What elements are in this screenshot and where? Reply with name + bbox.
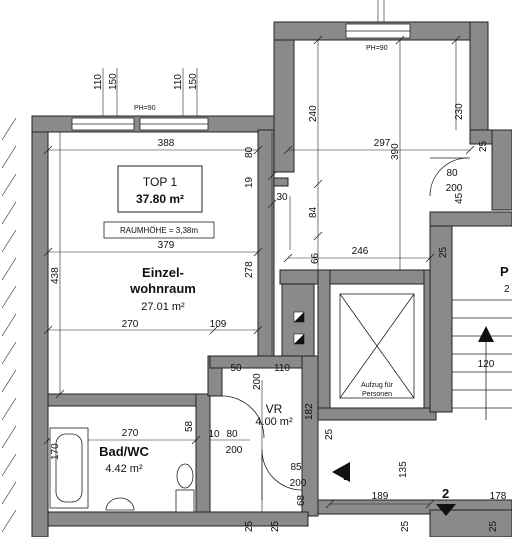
- dim-84: 84: [308, 206, 319, 218]
- dim-110: 110: [274, 363, 290, 374]
- dim-270-upper: 270: [122, 319, 139, 330]
- ceiling-height: RAUMHÖHE = 3,38m: [120, 226, 198, 235]
- dim-246: 246: [352, 246, 369, 257]
- window-dim-150-right: 150: [188, 73, 199, 90]
- room-area-vr: 4.00 m²: [255, 416, 293, 428]
- bathtub: [49, 427, 89, 509]
- window-dim-110-right: 110: [173, 74, 184, 90]
- dimension-ticks: [43, 35, 475, 509]
- section-marker-1-label: 1: [343, 468, 350, 483]
- room-area-bad: 4.42 m²: [105, 463, 143, 475]
- dim-10: 10: [208, 429, 220, 440]
- dim-182: 182: [304, 403, 315, 420]
- dim-120: 120: [478, 359, 495, 370]
- dim-379: 379: [158, 240, 175, 251]
- room-name-vr: VR: [266, 402, 283, 416]
- dim-390: 390: [390, 143, 401, 160]
- dim-66: 66: [310, 252, 321, 264]
- dim-68: 68: [296, 494, 307, 506]
- section-marker-2-label: 2: [442, 486, 449, 501]
- window-dim-110-left: 110: [93, 74, 104, 90]
- room-name-wohnraum-2: wohnraum: [129, 281, 196, 296]
- staircase: [452, 299, 512, 420]
- window-dim-150-left: 150: [108, 73, 119, 90]
- dim-25-bottom-1: 25: [244, 520, 255, 532]
- dim-85: 85: [290, 462, 302, 473]
- elevator-shaft: [329, 283, 425, 409]
- washbasin: [105, 497, 135, 511]
- dim-200-door: 200: [446, 183, 463, 194]
- dim-50: 50: [230, 363, 242, 374]
- room-area-wohnraum: 27.01 m²: [141, 301, 185, 313]
- windows: [71, 23, 411, 131]
- ceiling-height-box: [103, 221, 215, 239]
- section-marker-1: [332, 462, 350, 482]
- room-name-bad: Bad/WC: [99, 444, 149, 459]
- elevator-label-2: Personen: [362, 391, 392, 398]
- dim-388: 388: [158, 138, 175, 149]
- dim-200-vr-vertical: 200: [252, 373, 263, 390]
- dimension-lines: [48, 40, 470, 512]
- dim-80-door: 80: [446, 168, 458, 179]
- door-swings: [221, 157, 470, 500]
- dim-135: 135: [398, 461, 409, 478]
- room-num-partial: 2: [504, 284, 510, 295]
- room-name-partial: P: [500, 264, 509, 279]
- dim-25-vr: 25: [324, 428, 335, 440]
- dim-178: 178: [490, 491, 507, 502]
- dim-25-bottom-2: 25: [270, 520, 281, 532]
- dim-200-entry: 200: [290, 478, 307, 489]
- unit-area: 37.80 m²: [136, 192, 184, 206]
- room-name-wohnraum-1: Einzel-: [142, 265, 184, 280]
- parapet-height-top: PH=90: [366, 45, 388, 52]
- toilet: [175, 463, 195, 513]
- parapet-height-left: PH=90: [134, 105, 156, 112]
- section-marker-2: [436, 504, 456, 516]
- dim-45: 45: [454, 192, 465, 204]
- walls: [31, 21, 512, 537]
- dim-297: 297: [374, 138, 391, 149]
- dim-189: 189: [372, 491, 389, 502]
- unit-title: TOP 1: [143, 175, 178, 189]
- dim-109: 109: [210, 319, 227, 330]
- dim-80-top: 80: [244, 146, 255, 158]
- stair-direction-arrow-icon: [478, 326, 494, 342]
- window-dim-markers: [102, 0, 385, 116]
- dim-170: 170: [50, 443, 61, 460]
- dim-19: 19: [244, 176, 255, 188]
- elevator-label-1: Aufzug für: [361, 382, 394, 389]
- unit-box: [117, 165, 203, 213]
- dim-25-stair: 25: [438, 246, 449, 258]
- dim-58: 58: [184, 420, 195, 432]
- dim-278: 278: [244, 261, 255, 278]
- dim-230: 230: [454, 103, 465, 120]
- dim-30: 30: [276, 192, 288, 203]
- exterior-hatching: [1, 117, 17, 533]
- dim-200-vr: 200: [226, 445, 243, 456]
- dim-25-bottom-3: 25: [400, 520, 411, 532]
- dim-25-top-right: 25: [478, 140, 489, 152]
- dim-240: 240: [308, 105, 319, 122]
- dim-438: 438: [50, 267, 61, 284]
- dim-80-vr: 80: [226, 429, 238, 440]
- dim-270-lower: 270: [122, 428, 139, 439]
- dim-25-bottom-4: 25: [488, 520, 499, 532]
- shaft-markers: [293, 311, 305, 345]
